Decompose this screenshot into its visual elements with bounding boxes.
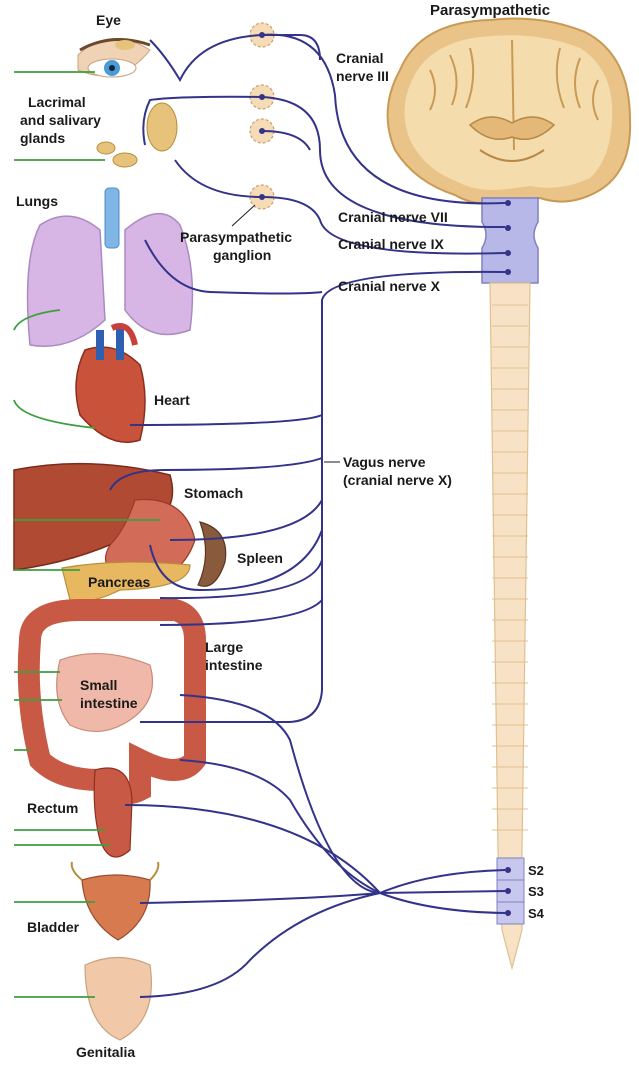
label-vagus-2: (cranial nerve X) [343,472,452,488]
label-rectum: Rectum [27,800,78,816]
spleen [197,521,227,587]
label-cn3-2: nerve III [336,68,389,84]
label-bladder: Bladder [27,919,80,935]
label-ganglion-2: ganglion [213,247,271,263]
nerve-pathways [109,33,506,998]
label-s4: S4 [528,906,545,921]
label-lacrimal-1: Lacrimal [28,94,86,110]
brainstem [481,197,539,284]
label-spleen: Spleen [237,550,283,566]
heart [75,323,146,443]
label-lacrimal-3: glands [20,130,65,146]
label-small-intestine-2: intestine [80,695,138,711]
ganglia [249,22,275,210]
label-genitalia: Genitalia [76,1044,135,1060]
label-large-intestine-2: intestine [205,657,263,673]
eye [77,38,151,78]
green-fibers [13,71,160,998]
bladder [70,861,160,941]
label-cn3-1: Cranial [336,50,383,66]
label-heart: Heart [154,392,190,408]
label-cn7: Cranial nerve VII [338,209,448,225]
small-intestine [56,653,154,733]
genitalia [84,956,152,1041]
ganglion-leader-line [231,204,256,227]
label-cn9: Cranial nerve IX [338,236,444,252]
label-pancreas: Pancreas [88,574,150,590]
brain [386,17,632,205]
spinal-cord [489,282,531,971]
diagram-title: Parasympathetic [430,2,550,19]
label-small-intestine-1: Small [80,677,117,693]
label-cn10: Cranial nerve X [338,278,441,294]
label-lacrimal-2: and salivary [20,112,101,128]
label-large-intestine-1: Large [205,639,243,655]
lungs [26,187,194,347]
label-ganglion-1: Parasympathetic [180,229,292,245]
salivary-glands [96,102,178,168]
large-intestine [17,599,206,805]
label-vagus-1: Vagus nerve [343,454,426,470]
label-s2: S2 [528,863,544,878]
label-eye: Eye [96,12,121,28]
label-s3: S3 [528,884,544,899]
label-stomach: Stomach [184,485,243,501]
label-lungs: Lungs [16,193,58,209]
nerve-dots [259,32,511,916]
rectum [93,767,133,858]
